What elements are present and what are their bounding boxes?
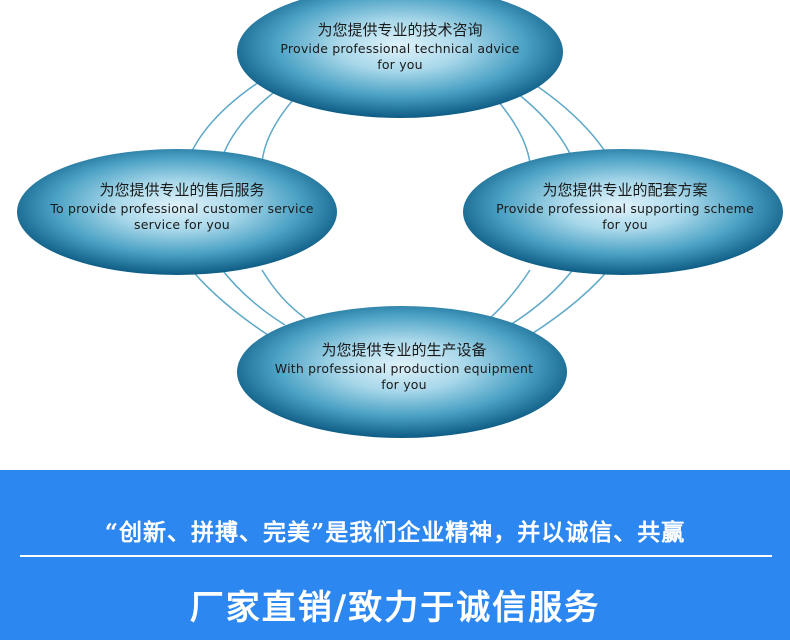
- node-supporting-scheme: 为您提供专业的配套方案 Provide professional support…: [455, 182, 790, 233]
- node-title: 为您提供专业的技术咨询: [317, 21, 483, 39]
- connector-arc: [507, 85, 576, 166]
- service-diagram: 为您提供专业的技术咨询 Provide professional technic…: [12, 0, 790, 438]
- node-after-sales: 为您提供专业的售后服务 To provide professional cust…: [12, 182, 352, 233]
- node-subtitle: Provide professional supporting scheme: [496, 201, 754, 216]
- node-title: 为您提供专业的售后服务: [99, 181, 265, 199]
- banner-divider: [20, 555, 772, 557]
- slogan-banner: “创新、拼搏、完美”是我们企业精神，并以诚信、共赢 厂家直销/致力于诚信服务: [0, 470, 790, 640]
- ellipse-bottom: [237, 306, 567, 438]
- connector-arc: [219, 266, 286, 326]
- ellipse-left: [17, 149, 337, 275]
- company-slogan: “创新、拼搏、完美”是我们企业精神，并以诚信、共赢: [104, 519, 686, 546]
- node-subtitle: With professional production equipment: [274, 361, 534, 376]
- diagram-graphic: [17, 0, 783, 438]
- ellipse-top: [237, 0, 563, 118]
- node-subtitle: To provide professional customer service: [50, 201, 314, 216]
- connector-arc: [261, 269, 306, 319]
- node-subtitle: for you: [377, 57, 423, 72]
- banner-headline: 厂家直销/致力于诚信服务: [189, 588, 601, 628]
- node-title: 为您提供专业的配套方案: [542, 181, 708, 199]
- connector-arc: [261, 91, 301, 164]
- node-production-equipment: 为您提供专业的生产设备 With professional production…: [234, 342, 574, 393]
- node-title: 为您提供专业的生产设备: [321, 341, 487, 359]
- connector-arc: [509, 266, 576, 326]
- node-technical-advice: 为您提供专业的技术咨询 Provide professional technic…: [230, 22, 570, 73]
- node-subtitle: for you: [381, 377, 427, 392]
- node-subtitle: service for you: [134, 217, 230, 232]
- connector-arc: [489, 269, 531, 319]
- node-subtitle: for you: [602, 217, 648, 232]
- ellipse-right: [463, 149, 783, 275]
- node-subtitle: Provide professional technical advice: [280, 41, 520, 56]
